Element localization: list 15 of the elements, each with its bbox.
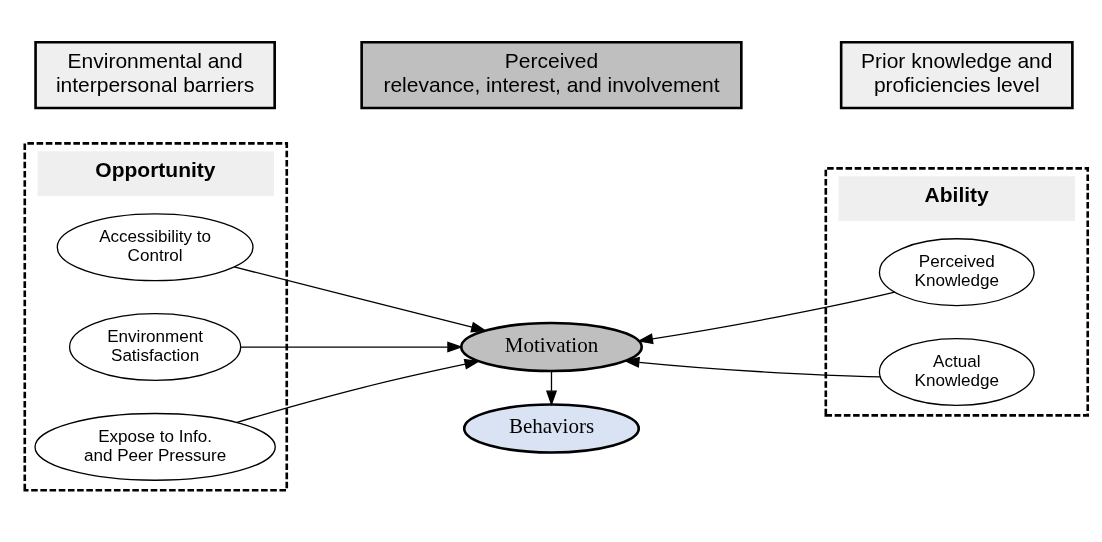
- node-ellipse: Environment Satisfaction: [68, 312, 242, 381]
- arrow: [236, 358, 481, 423]
- node-ellipse: Perceived Knowledge: [878, 237, 1035, 306]
- node-box: Perceived relevance, interest, and involvement: [360, 40, 743, 109]
- arrow: [545, 370, 557, 406]
- arrow: [637, 291, 896, 344]
- node-ellipse: Actual Knowledge: [878, 337, 1035, 406]
- arrow: [623, 356, 881, 377]
- node-box: Prior knowledge and proficiencies level: [839, 40, 1074, 109]
- arrow: [240, 341, 464, 353]
- node-box: Environmental and interpersonal barriers: [34, 40, 276, 109]
- arrow: [233, 265, 487, 332]
- node-ellipse: Expose to Info. and Peer Pressure: [34, 412, 276, 481]
- node-ellipse: Accessibility to Control: [56, 212, 254, 281]
- node-ellipse: Behaviors: [462, 402, 641, 454]
